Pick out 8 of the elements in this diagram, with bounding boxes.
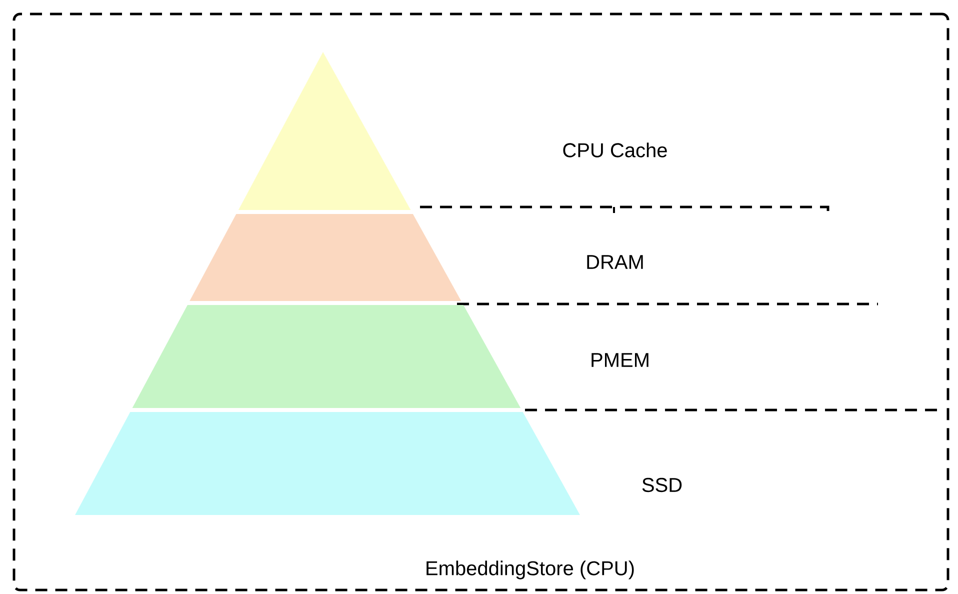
pyramid-layer (75, 412, 580, 515)
layer-label: SSD (642, 478, 682, 492)
pyramid-layer (238, 52, 411, 210)
layer-label: DRAM (587, 255, 643, 269)
pyramid-layer (190, 214, 462, 301)
layer-label: CPU Cache (563, 142, 667, 158)
layer-label: PMEM (592, 353, 648, 367)
pyramid-layer (132, 305, 521, 408)
